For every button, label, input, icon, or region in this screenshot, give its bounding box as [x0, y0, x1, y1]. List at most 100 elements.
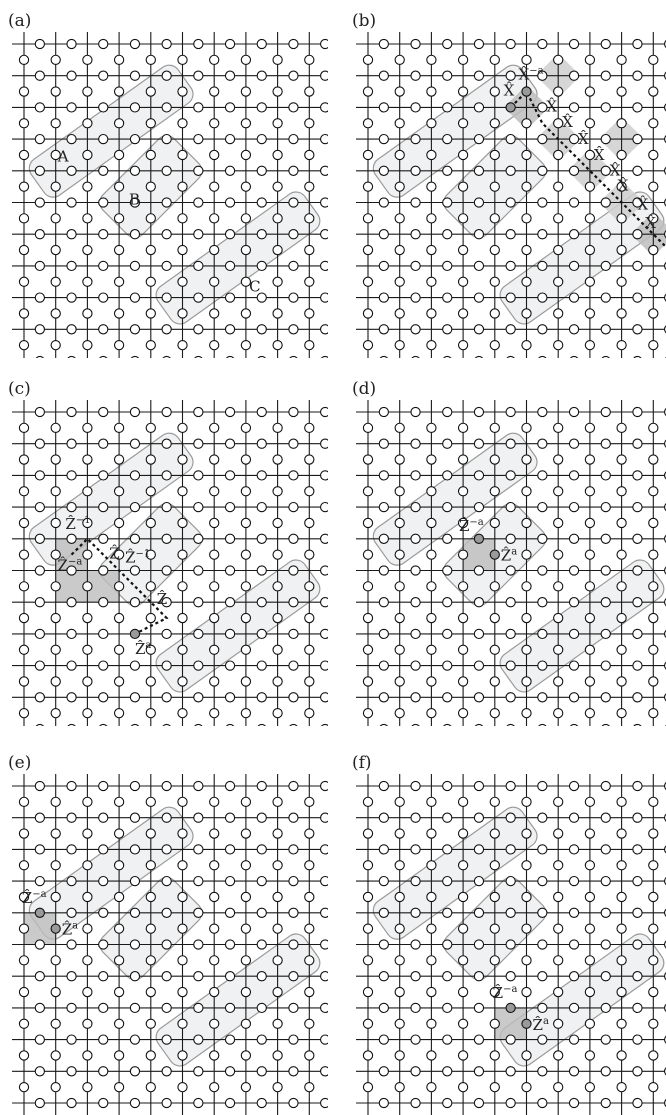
site	[378, 292, 389, 303]
site	[616, 339, 627, 351]
site	[304, 308, 315, 319]
site	[473, 197, 485, 208]
site	[193, 812, 204, 823]
site	[394, 860, 405, 871]
site	[177, 1081, 188, 1093]
site	[320, 692, 328, 703]
site	[224, 406, 236, 418]
site	[177, 1050, 188, 1061]
site	[209, 707, 220, 719]
site	[193, 229, 204, 240]
site	[193, 38, 204, 50]
site	[34, 70, 45, 81]
site	[98, 1066, 109, 1077]
site	[66, 1097, 77, 1109]
site	[632, 501, 643, 513]
site	[362, 54, 374, 65]
site	[304, 828, 315, 839]
site	[648, 118, 659, 129]
sites-layer	[18, 38, 328, 358]
site	[362, 517, 374, 529]
site	[304, 644, 315, 655]
site	[553, 986, 564, 998]
site	[50, 1081, 61, 1093]
site	[34, 875, 45, 887]
site	[161, 907, 172, 918]
site	[553, 244, 564, 256]
site	[410, 102, 421, 113]
site	[161, 38, 172, 50]
site	[442, 692, 453, 703]
site	[98, 165, 109, 176]
site	[489, 581, 500, 592]
site	[568, 133, 580, 145]
site	[600, 70, 611, 81]
site	[304, 860, 315, 871]
site	[457, 181, 469, 192]
site	[113, 955, 125, 966]
site	[584, 454, 596, 465]
site	[489, 644, 500, 655]
site	[616, 1018, 627, 1029]
site	[272, 181, 283, 192]
panel-f: (f)Ẑ−aẐa	[352, 753, 666, 1115]
site	[18, 276, 30, 287]
site	[473, 939, 485, 950]
site	[489, 422, 500, 433]
site	[129, 565, 141, 576]
site	[240, 276, 252, 287]
site	[505, 165, 516, 176]
site	[82, 612, 93, 624]
operator-label: X̂	[562, 113, 573, 131]
site	[489, 1081, 500, 1093]
site	[568, 38, 580, 50]
site	[224, 971, 236, 982]
site	[320, 501, 328, 513]
site	[616, 986, 627, 998]
site	[489, 955, 500, 966]
site	[272, 454, 283, 465]
site	[362, 549, 374, 560]
site	[288, 470, 299, 481]
site	[224, 1034, 236, 1045]
site	[224, 1066, 236, 1077]
site	[113, 54, 125, 65]
site	[584, 486, 596, 497]
site	[82, 118, 93, 129]
site	[457, 581, 469, 592]
site	[177, 581, 188, 592]
site	[272, 581, 283, 592]
site	[82, 181, 93, 192]
site	[410, 1066, 421, 1077]
site	[240, 149, 252, 161]
site	[67, 355, 76, 358]
site	[426, 486, 437, 497]
site	[288, 628, 299, 640]
site	[632, 660, 643, 671]
site	[177, 54, 188, 65]
site	[177, 955, 188, 966]
site	[209, 581, 220, 592]
site	[320, 133, 328, 145]
site	[50, 955, 61, 966]
site	[145, 422, 156, 433]
site	[426, 276, 437, 287]
site	[161, 628, 172, 640]
site	[66, 438, 77, 449]
site	[320, 470, 328, 481]
site	[129, 1034, 141, 1045]
site	[521, 276, 532, 287]
site	[473, 844, 485, 855]
site	[362, 612, 374, 624]
site	[177, 676, 188, 687]
site	[272, 549, 283, 560]
site	[442, 70, 453, 81]
site	[410, 660, 421, 671]
site	[632, 1097, 643, 1109]
site	[457, 1018, 469, 1029]
site	[304, 244, 315, 256]
site	[600, 597, 611, 608]
site	[537, 470, 548, 481]
site	[616, 549, 627, 560]
site	[505, 38, 516, 50]
